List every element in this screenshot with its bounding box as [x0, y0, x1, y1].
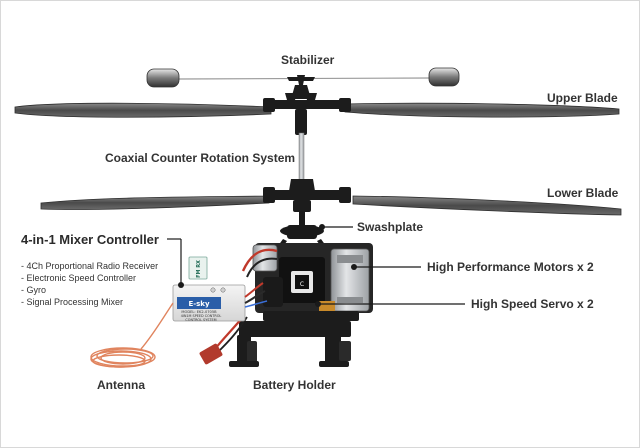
mixer-feature-item: 4Ch Proportional Radio Receiver [21, 260, 159, 272]
board-desc-line-2: CONTROL SYSTEM [185, 318, 216, 322]
lower-blades [40, 195, 622, 216]
stabilizer-bar [146, 67, 460, 88]
board-desc-line-1: 4IN1M SPEED CONTROL [181, 314, 222, 318]
chassis: C [241, 243, 373, 321]
label-stabilizer: Stabilizer [281, 53, 335, 67]
board-model-text: MODEL: EK2-0705B [181, 310, 217, 314]
mixer-feature-item: Gyro [21, 284, 158, 296]
callout-lines [167, 226, 465, 305]
label-battery-holder: Battery Holder [253, 378, 336, 392]
mixer-board: E-sky MODEL: EK2-0705B 4IN1M SPEED CONTR… [172, 256, 268, 322]
crystal-label-text: FM RX [196, 260, 202, 278]
callout-dot-swashplate [319, 224, 325, 230]
svg-text:C: C [300, 281, 304, 288]
label-servo: High Speed Servo x 2 [471, 297, 594, 311]
callout-dot-mixer [178, 282, 184, 288]
main-shaft [298, 132, 305, 186]
label-antenna: Antenna [97, 378, 145, 392]
label-swashplate: Swashplate [357, 220, 424, 234]
upper-rotor-head [263, 75, 351, 135]
label-coaxial-system: Coaxial Counter Rotation System [105, 151, 296, 165]
label-upper-blade: Upper Blade [547, 91, 618, 105]
callout-dot-motors [351, 264, 357, 270]
battery-holder [229, 321, 351, 367]
stabilizer-weight-right [428, 67, 460, 87]
board-brand-text: E-sky [188, 300, 210, 308]
label-mixer-controller: 4-in-1 Mixer Controller [21, 232, 159, 247]
upper-blades [14, 102, 620, 118]
mixer-feature-item: Electronic Speed Controller [21, 272, 158, 284]
callout-dot-servo [315, 301, 321, 307]
mixer-feature-item: Signal Processing Mixer [21, 296, 158, 308]
lower-rotor-head [263, 179, 351, 212]
stabilizer-weight-left [146, 68, 180, 88]
antenna-wire [90, 302, 174, 368]
label-lower-blade: Lower Blade [547, 186, 619, 200]
label-motors: High Performance Motors x 2 [427, 260, 594, 274]
mixer-feature-list: 4Ch Proportional Radio Receiver Electron… [21, 260, 159, 308]
